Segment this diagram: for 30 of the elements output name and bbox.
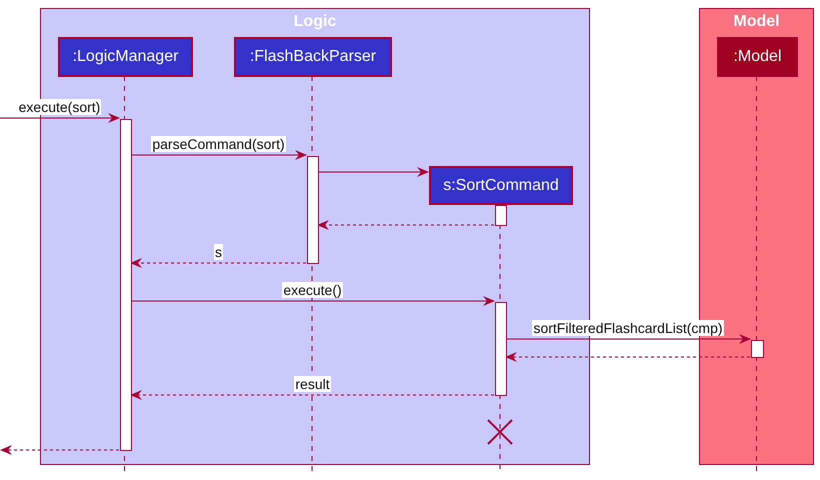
participant-name: :Model <box>733 47 782 67</box>
activation-bar <box>495 205 507 226</box>
return-arrow <box>0 445 120 455</box>
message-arrow <box>130 296 495 306</box>
participant-box <box>429 166 573 205</box>
edge-label: sortFilteredFlashcardList(cmp) <box>532 320 724 336</box>
activation-bar <box>751 340 764 358</box>
participant-name: :LogicManager <box>72 47 178 67</box>
message-arrow <box>0 113 120 123</box>
activation-bar <box>120 119 132 451</box>
participant-box <box>717 37 798 77</box>
edge-label: s <box>214 244 223 260</box>
activation-bar <box>307 156 319 264</box>
participant-name: :FlashBackParser <box>250 47 376 67</box>
return-arrow <box>130 390 494 400</box>
edge-label: parseCommand(sort) <box>151 136 286 152</box>
message-arrow <box>318 167 429 177</box>
return-arrow <box>505 352 750 362</box>
group-title: Model <box>732 12 781 32</box>
message-arrow <box>506 334 751 344</box>
message-arrow <box>130 150 307 160</box>
participant-box <box>234 37 392 77</box>
participant-box <box>58 37 193 77</box>
edge-label: execute() <box>282 282 343 298</box>
activation-bar <box>495 302 507 396</box>
edge-label: result <box>294 376 331 392</box>
return-arrow <box>130 258 306 268</box>
edge-label: execute(sort) <box>18 99 102 115</box>
participant-name: s:SortCommand <box>443 176 559 196</box>
return-arrow <box>317 220 494 230</box>
